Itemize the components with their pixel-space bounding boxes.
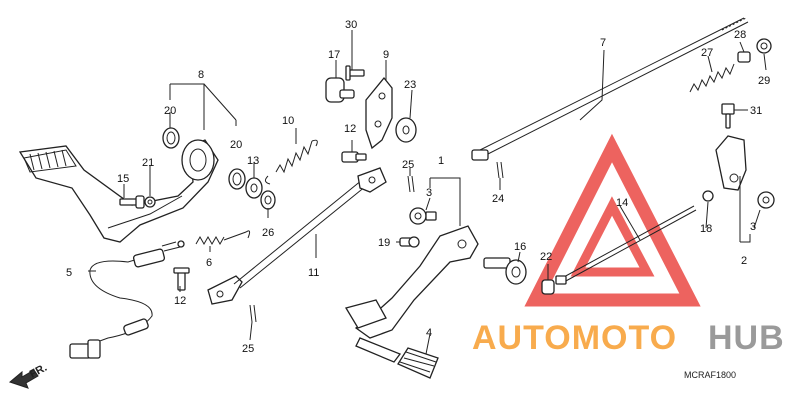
callout-24: 24 [492, 193, 504, 205]
linkage-rod-7 [471, 17, 749, 161]
nut-3-center [409, 207, 437, 225]
washer-23 [395, 117, 417, 143]
callouts: 1 2 3 3 4 5 6 7 8 9 10 11 12 12 13 14 15… [66, 19, 770, 355]
callout-14: 14 [616, 197, 628, 209]
callout-12-upper: 12 [344, 123, 356, 135]
callout-2: 2 [741, 255, 747, 267]
switch-bolt [173, 267, 190, 291]
dust-seal-left [162, 127, 180, 149]
callout-25-left: 25 [242, 343, 254, 355]
brake-rod [207, 167, 387, 305]
watermark-suffix: HUB [708, 319, 785, 357]
washer-26 [260, 190, 276, 210]
callout-3-right: 3 [750, 221, 756, 233]
pivot-bracket [365, 76, 393, 150]
callout-7: 7 [600, 37, 606, 49]
nut-29 [756, 38, 772, 54]
bolt-12-upper [341, 151, 367, 163]
callout-12-lower: 12 [174, 295, 186, 307]
callout-25-center: 25 [402, 159, 414, 171]
callout-28: 28 [734, 29, 746, 41]
brake-pedal [18, 139, 219, 243]
cotter-pin-25-right [407, 175, 415, 193]
callout-15: 15 [117, 173, 129, 185]
callout-5: 5 [66, 267, 72, 279]
callout-11: 11 [308, 267, 319, 279]
return-spring-10 [264, 139, 318, 185]
clip-24 [496, 161, 504, 179]
spring-27 [689, 63, 735, 93]
callout-19: 19 [378, 237, 390, 249]
shift-arm-2 [715, 135, 747, 191]
callout-10: 10 [282, 115, 294, 127]
diagram-code: MCRAF1800 [684, 370, 736, 380]
watermark-prefix: AUTOMOTO [472, 319, 677, 357]
front-direction-arrow: FR. [8, 362, 49, 389]
callout-16: 16 [514, 241, 526, 253]
callout-20-right: 20 [230, 139, 242, 151]
callout-3-center: 3 [426, 187, 432, 199]
callout-27: 27 [701, 47, 713, 59]
footpeg-rubber [355, 337, 439, 379]
tie-rod-14 [555, 205, 697, 285]
pedal-bolt-19 [399, 236, 420, 248]
collar-22 [541, 279, 555, 295]
callout-26: 26 [262, 227, 274, 239]
callout-4: 4 [426, 327, 432, 339]
watermark-logo: AUTOMOTO HUB [472, 319, 785, 357]
bolt-31 [721, 103, 735, 129]
callout-13: 13 [247, 155, 259, 167]
callout-23: 23 [404, 79, 416, 91]
callout-1: 1 [438, 155, 444, 167]
pedal-bolt [119, 195, 145, 209]
callout-21: 21 [142, 157, 154, 169]
leader-lines [88, 30, 767, 355]
watermark-triangle-icon [524, 133, 701, 307]
callout-22: 22 [540, 251, 552, 263]
callout-17: 17 [328, 49, 340, 61]
nut-3-right [757, 191, 775, 209]
callout-31: 31 [750, 105, 762, 117]
pivot-bolt-30 [345, 65, 365, 81]
pivot-shaft-16 [483, 257, 527, 285]
callout-6: 6 [206, 257, 212, 269]
callout-30: 30 [345, 19, 357, 31]
callout-29: 29 [758, 75, 770, 87]
switch-spring-6 [195, 230, 251, 246]
washer-13 [245, 177, 263, 199]
callout-9: 9 [383, 49, 389, 61]
cotter-pin-25-left [249, 304, 257, 323]
dust-seal-right [228, 168, 246, 190]
joint-28 [737, 51, 751, 63]
front-direction-label: FR. [28, 362, 49, 381]
shift-pedal [344, 225, 479, 339]
callout-20-left: 20 [164, 105, 176, 117]
callout-8: 8 [198, 69, 204, 81]
pedal-nut [144, 196, 156, 208]
nut-18 [702, 190, 714, 202]
collar-17 [325, 77, 355, 103]
callout-18: 18 [700, 223, 712, 235]
brake-light-switch [69, 240, 185, 359]
